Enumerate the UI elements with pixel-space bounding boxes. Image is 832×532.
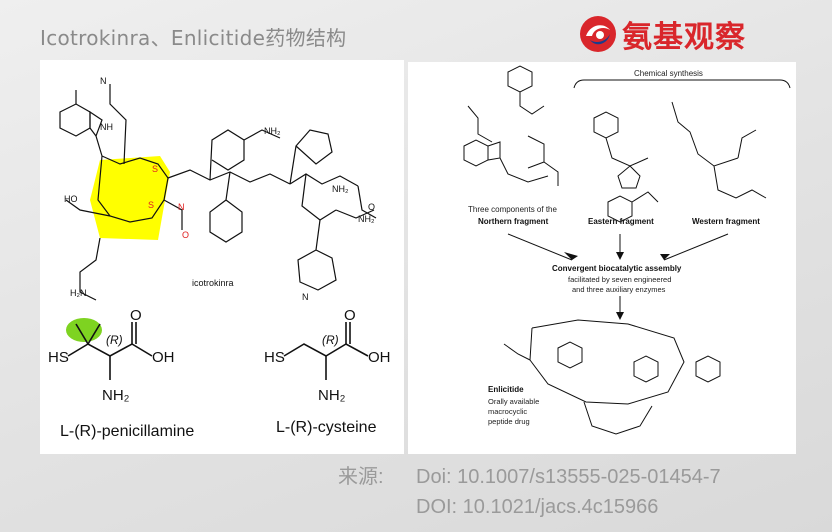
svg-text:N: N [302,292,309,302]
svg-text:OH: OH [152,349,175,366]
svg-text:NH₂: NH₂ [102,387,130,404]
svg-text:HS: HS [48,349,69,366]
northern-fragment-line1: Three components of the [468,205,557,214]
svg-text:NH₂: NH₂ [318,387,346,404]
enlicitide-synthesis-panel: Chemical synthesis [408,62,796,454]
northern-fragment-line2: Northern fragment [478,217,549,226]
svg-text:S: S [148,200,154,210]
enlicitide-line1: Orally available [488,397,539,406]
convergent-assembly-title: Convergent biocatalytic assembly [552,264,682,273]
svg-text:NH₂: NH₂ [358,214,375,224]
svg-text:NH₂: NH₂ [332,184,349,194]
source-doi-1: Doi: 10.1007/s13555-025-01454-7 [416,466,721,488]
svg-text:S: S [152,164,158,174]
chemical-synthesis-label: Chemical synthesis [634,69,703,78]
svg-text:OH: OH [368,349,391,366]
enlicitide-line3: peptide drug [488,417,530,426]
western-fragment-label: Western fragment [692,217,760,226]
enlicitide-title: Enlicitide [488,385,524,394]
eastern-fragment-label: Eastern fragment [588,217,654,226]
icotrokinra-structure-panel: S S N O HO H₂N N NH₂ O N NH₂ NH₂ NH icot… [40,60,404,454]
svg-text:HS: HS [264,349,285,366]
svg-text:NH: NH [100,122,113,132]
slide-title: Icotrokinra、Enlicitide药物结构 [40,26,347,50]
svg-text:N: N [178,202,185,212]
enlicitide-line2: macrocyclic [488,407,527,416]
svg-text:(R): (R) [106,333,123,347]
enlicitide-synthesis-drawing: Chemical synthesis [463,65,791,435]
svg-text:O: O [368,202,375,212]
source-label: 来源: [338,466,384,488]
icotrokinra-label: icotrokinra [192,278,234,288]
svg-text:H₂N: H₂N [70,288,87,298]
source-doi-2: DOI: 10.1021/jacs.4c15966 [416,496,659,518]
convergent-assembly-line1: facilitated by seven engineered [568,275,671,284]
penicillamine-label: L-(R)-penicillamine [60,423,194,440]
convergent-assembly-line2: and three auxiliary enzymes [572,285,666,294]
svg-text:N: N [100,76,107,86]
svg-text:NH₂: NH₂ [264,126,281,136]
brand-name: 氨基观察 [622,20,746,55]
svg-text:(R): (R) [322,333,339,347]
svg-text:O: O [344,307,356,324]
source-citation: 来源: Doi: 10.1007/s13555-025-01454-7 DOI: … [338,462,721,522]
icotrokinra-structure-drawing: S S N O HO H₂N N NH₂ O N NH₂ NH₂ NH icot… [48,76,391,440]
cysteine-label: L-(R)-cysteine [276,419,377,436]
brand: 氨基观察 [578,14,746,55]
brand-logo-icon [580,16,616,52]
svg-text:O: O [130,307,142,324]
svg-text:O: O [182,230,189,240]
svg-text:HO: HO [64,194,78,204]
